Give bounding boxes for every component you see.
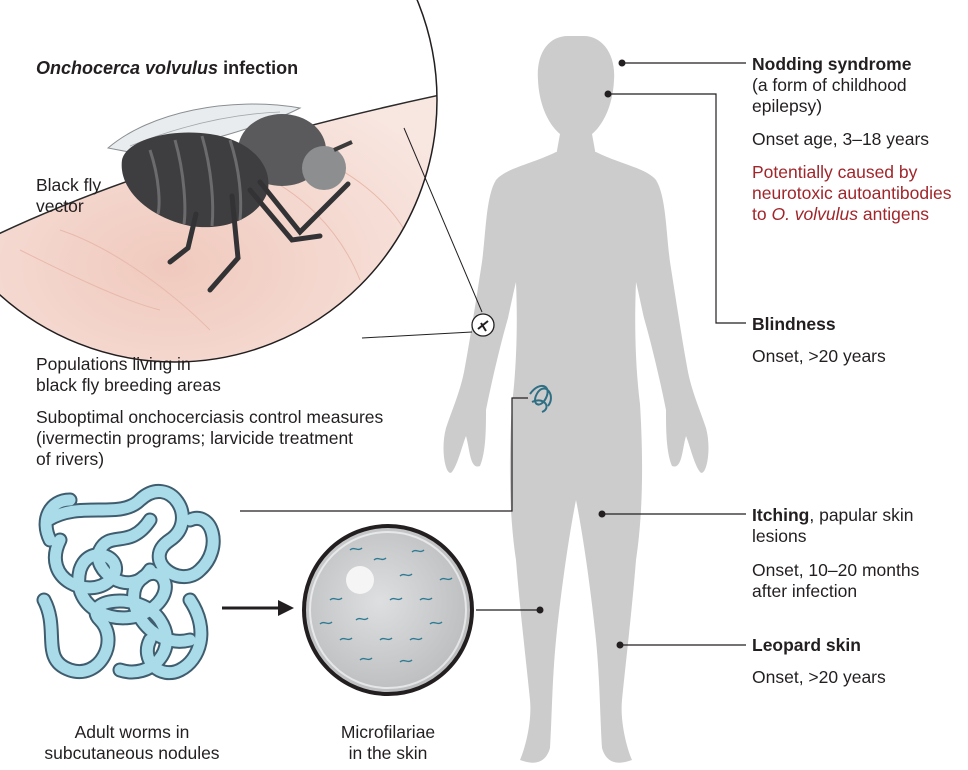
microfilariae-dish xyxy=(304,526,472,694)
human-torso-arms xyxy=(444,152,709,763)
diagram-title: Onchocerca volvulus infection xyxy=(36,58,298,79)
adult-worms-illustration xyxy=(44,491,213,672)
fly-head xyxy=(302,146,346,190)
human-body-silhouette xyxy=(444,36,709,763)
arrow-icon xyxy=(222,600,294,616)
itching-heading-line: Itching, papular skin xyxy=(752,505,913,526)
dish-highlight xyxy=(346,566,374,594)
nodding-cause-line3: to O. volvulus antigens xyxy=(752,204,929,225)
human-head xyxy=(538,36,614,156)
